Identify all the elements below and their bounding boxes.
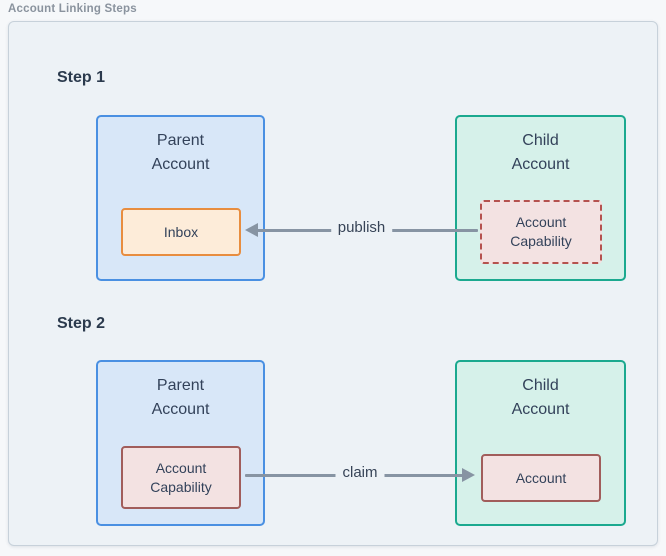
- parent-account-title-line1: Parent: [156, 132, 205, 149]
- step-2-heading: Step 2: [57, 315, 106, 332]
- parent-account-title: Parent Account: [98, 129, 263, 177]
- child-account-title-line1: Child: [522, 377, 559, 394]
- account-capability-label-line2: Capability: [150, 478, 212, 495]
- account-capability-label-line2: Capability: [510, 233, 572, 249]
- child-account-title: Child Account: [457, 374, 624, 422]
- child-account-title-line1: Child: [522, 132, 559, 149]
- child-account-title: Child Account: [457, 129, 624, 177]
- step-1-heading: Step 1: [57, 69, 106, 86]
- child-account-title-line2: Account: [511, 156, 570, 173]
- inbox-label: Inbox: [163, 223, 199, 240]
- claim-arrow-label: claim: [335, 464, 385, 481]
- step2-account-capability-box: Account Capability: [121, 446, 241, 509]
- parent-account-title: Parent Account: [98, 374, 263, 422]
- account-label: Account: [515, 469, 567, 486]
- step1-account-capability-box: Account Capability: [480, 200, 602, 264]
- claim-arrowhead-right-icon: [462, 468, 475, 482]
- step2-parent-account-box: Parent Account Account Capability: [96, 360, 265, 526]
- account-capability-label-line1: Account: [155, 459, 207, 476]
- publish-arrowhead-left-icon: [245, 223, 258, 237]
- step2-account-box: Account: [481, 454, 601, 502]
- publish-arrow-label: publish: [330, 219, 393, 236]
- diagram-panel: Step 1 Parent Account Inbox Child Accoun…: [8, 21, 658, 546]
- step1-inbox-box: Inbox: [121, 208, 241, 256]
- parent-account-title-line2: Account: [151, 156, 210, 173]
- step1-parent-account-box: Parent Account Inbox: [96, 115, 265, 281]
- account-capability-label-line1: Account: [515, 214, 567, 230]
- parent-account-title-line1: Parent: [156, 377, 205, 394]
- child-account-title-line2: Account: [511, 401, 570, 418]
- step1-child-account-box: Child Account Account Capability: [455, 115, 626, 281]
- diagram-title: Account Linking Steps: [8, 3, 137, 15]
- parent-account-title-line2: Account: [151, 401, 210, 418]
- step2-child-account-box: Child Account Account: [455, 360, 626, 526]
- claim-arrow: claim: [245, 464, 475, 484]
- publish-arrow: publish: [245, 219, 478, 239]
